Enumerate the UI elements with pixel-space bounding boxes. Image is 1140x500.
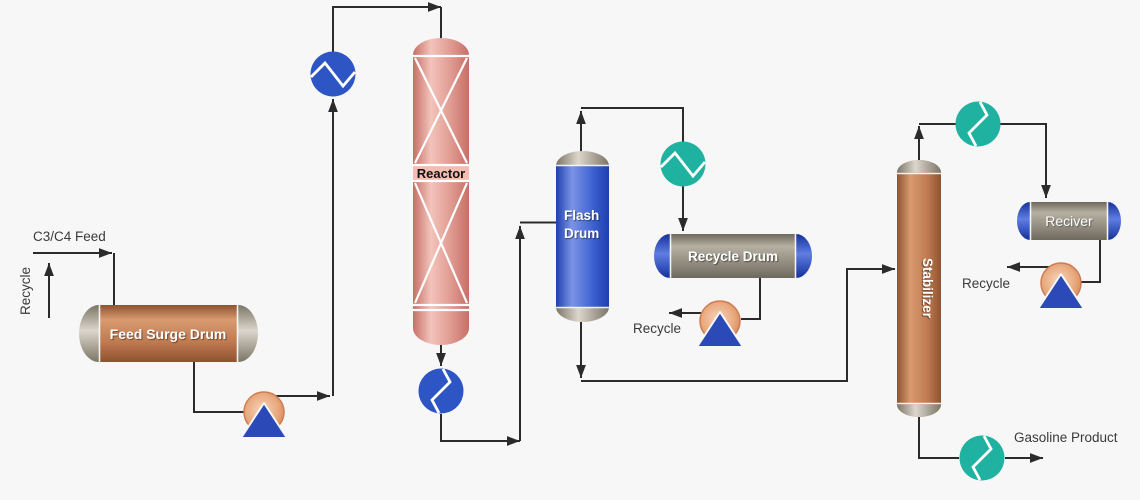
vessel-bottom-cap bbox=[556, 307, 609, 322]
vessel-body bbox=[670, 234, 796, 278]
recycle-drum-label: Recycle Drum bbox=[688, 249, 778, 264]
pump-1-icon bbox=[240, 391, 288, 439]
pump-3-icon bbox=[1037, 262, 1085, 310]
label-band bbox=[413, 166, 469, 180]
flow-line-reciver-out bbox=[1081, 240, 1101, 283]
flow-lines bbox=[33, 2, 1101, 463]
vessel-body bbox=[1030, 202, 1108, 240]
vessel-top-cap bbox=[556, 151, 609, 166]
column-body bbox=[897, 160, 941, 417]
vessel-body bbox=[556, 165, 609, 308]
recycle-feed-label: Recycle bbox=[18, 267, 33, 315]
heat-exchanger-1-icon bbox=[310, 51, 357, 97]
pump-triangle bbox=[1037, 273, 1085, 310]
heat-exchanger-5-icon bbox=[959, 435, 1005, 481]
vessel-body bbox=[99, 305, 238, 362]
reactor-label: Reactor bbox=[417, 166, 465, 181]
stabilizer-label: Stabilizer bbox=[920, 258, 935, 319]
reciver-vessel: Reciver bbox=[1017, 202, 1121, 240]
heat-exchanger-4-icon bbox=[955, 101, 1001, 147]
flash-drum-label-line1: Flash bbox=[564, 208, 599, 223]
packed-bed-cross bbox=[413, 182, 469, 304]
stream-labels: C3/C4 Feed Recycle Recycle Recycle Gasol… bbox=[18, 229, 1118, 445]
reciver-label: Reciver bbox=[1045, 213, 1093, 229]
packed-bed-cross bbox=[414, 57, 468, 164]
flow-line-to-stabilizer bbox=[581, 264, 895, 382]
reactor-column: Reactor bbox=[413, 38, 469, 345]
flow-line-into-reciver bbox=[1000, 123, 1051, 198]
heat-exchanger-3-icon bbox=[660, 141, 707, 187]
flow-line-to-flash-1 bbox=[440, 414, 520, 446]
gasoline-product-label: Gasoline Product bbox=[1014, 430, 1118, 445]
column-top-cap bbox=[897, 159, 941, 173]
feed-stream-label: C3/C4 Feed bbox=[33, 229, 106, 244]
recycle-drum-vessel: Recycle Drum bbox=[654, 234, 812, 278]
column-bottom-cap bbox=[897, 404, 941, 417]
zigzag-coil bbox=[967, 101, 989, 147]
zigzag-coil bbox=[660, 150, 707, 179]
feed-surge-drum-label: Feed Surge Drum bbox=[110, 326, 227, 342]
flow-line-stabilizer-bottoms bbox=[918, 417, 959, 459]
flash-drum-label-line2: Drum bbox=[564, 226, 599, 241]
flash-drum-vessel: Flash Drum bbox=[556, 151, 609, 322]
column-body bbox=[413, 38, 469, 345]
pump-triangle bbox=[240, 402, 288, 439]
flow-line-overhead-to-exchanger bbox=[581, 107, 684, 142]
zigzag-coil bbox=[430, 368, 452, 414]
zigzag-coil bbox=[971, 435, 993, 481]
stabilizer-column: Stabilizer bbox=[897, 159, 941, 417]
flow-line-drum-to-pump bbox=[193, 361, 245, 413]
reciver-stream-label: Recycle bbox=[962, 276, 1010, 291]
pump-2-icon bbox=[696, 300, 744, 348]
flow-line-to-reactor-top bbox=[332, 2, 441, 53]
flow-line-recycle-drum-out bbox=[741, 278, 761, 320]
pump-triangle bbox=[696, 311, 744, 348]
recycle-drum-stream-label: Recycle bbox=[633, 321, 681, 336]
zigzag-coil bbox=[310, 60, 357, 89]
heat-exchanger-2-icon bbox=[418, 368, 464, 414]
feed-surge-drum-vessel: Feed Surge Drum bbox=[79, 305, 258, 362]
